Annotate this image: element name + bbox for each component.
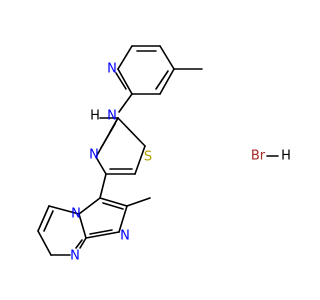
atom-n-pyrimidine: N <box>70 249 80 264</box>
bond <box>117 68 133 95</box>
bond <box>43 210 54 232</box>
bond <box>159 68 175 95</box>
atom-br: Br <box>251 149 266 164</box>
atom-s-thiazole: S <box>144 150 152 165</box>
bond <box>37 205 50 232</box>
atom-nh-nitrogen: N <box>107 109 117 124</box>
bond <box>89 229 113 235</box>
bond <box>79 237 87 249</box>
bond <box>117 117 146 147</box>
bond <box>48 205 80 215</box>
atom-nh-hydrogen: H <box>90 109 100 124</box>
bond <box>134 145 146 175</box>
bond-c2-nh <box>118 93 133 113</box>
atom-n-thiazole: N <box>89 148 99 163</box>
bond <box>85 231 120 239</box>
imidazopyrimidine-rings <box>37 197 128 256</box>
bond <box>118 205 128 233</box>
atom-n-bridgehead: N <box>71 207 81 222</box>
methyl-bond-imidazo <box>126 197 151 207</box>
hbr-salt: Br H <box>251 149 291 164</box>
bond <box>102 202 124 210</box>
bond <box>100 123 116 149</box>
bond <box>99 197 128 207</box>
atom-h-hbr: H <box>281 149 291 164</box>
bond <box>115 72 127 90</box>
structure-drawing: N N H N S N N N Br H <box>37 45 291 264</box>
atom-n-imidazole: N <box>120 229 130 244</box>
bond <box>75 239 83 249</box>
atom-n-pyridine: N <box>107 62 117 77</box>
bond <box>37 230 52 256</box>
bond-thiazole-imidazo <box>99 173 107 199</box>
bond <box>78 197 101 215</box>
bond <box>95 156 107 175</box>
thiazole-ring <box>95 117 146 175</box>
bond <box>159 45 175 70</box>
bond <box>155 70 169 90</box>
bond <box>78 213 87 239</box>
pyridine-ring <box>115 45 175 95</box>
bond <box>117 45 133 70</box>
molecule-canvas: N N H N S N N N Br H <box>37 45 291 264</box>
